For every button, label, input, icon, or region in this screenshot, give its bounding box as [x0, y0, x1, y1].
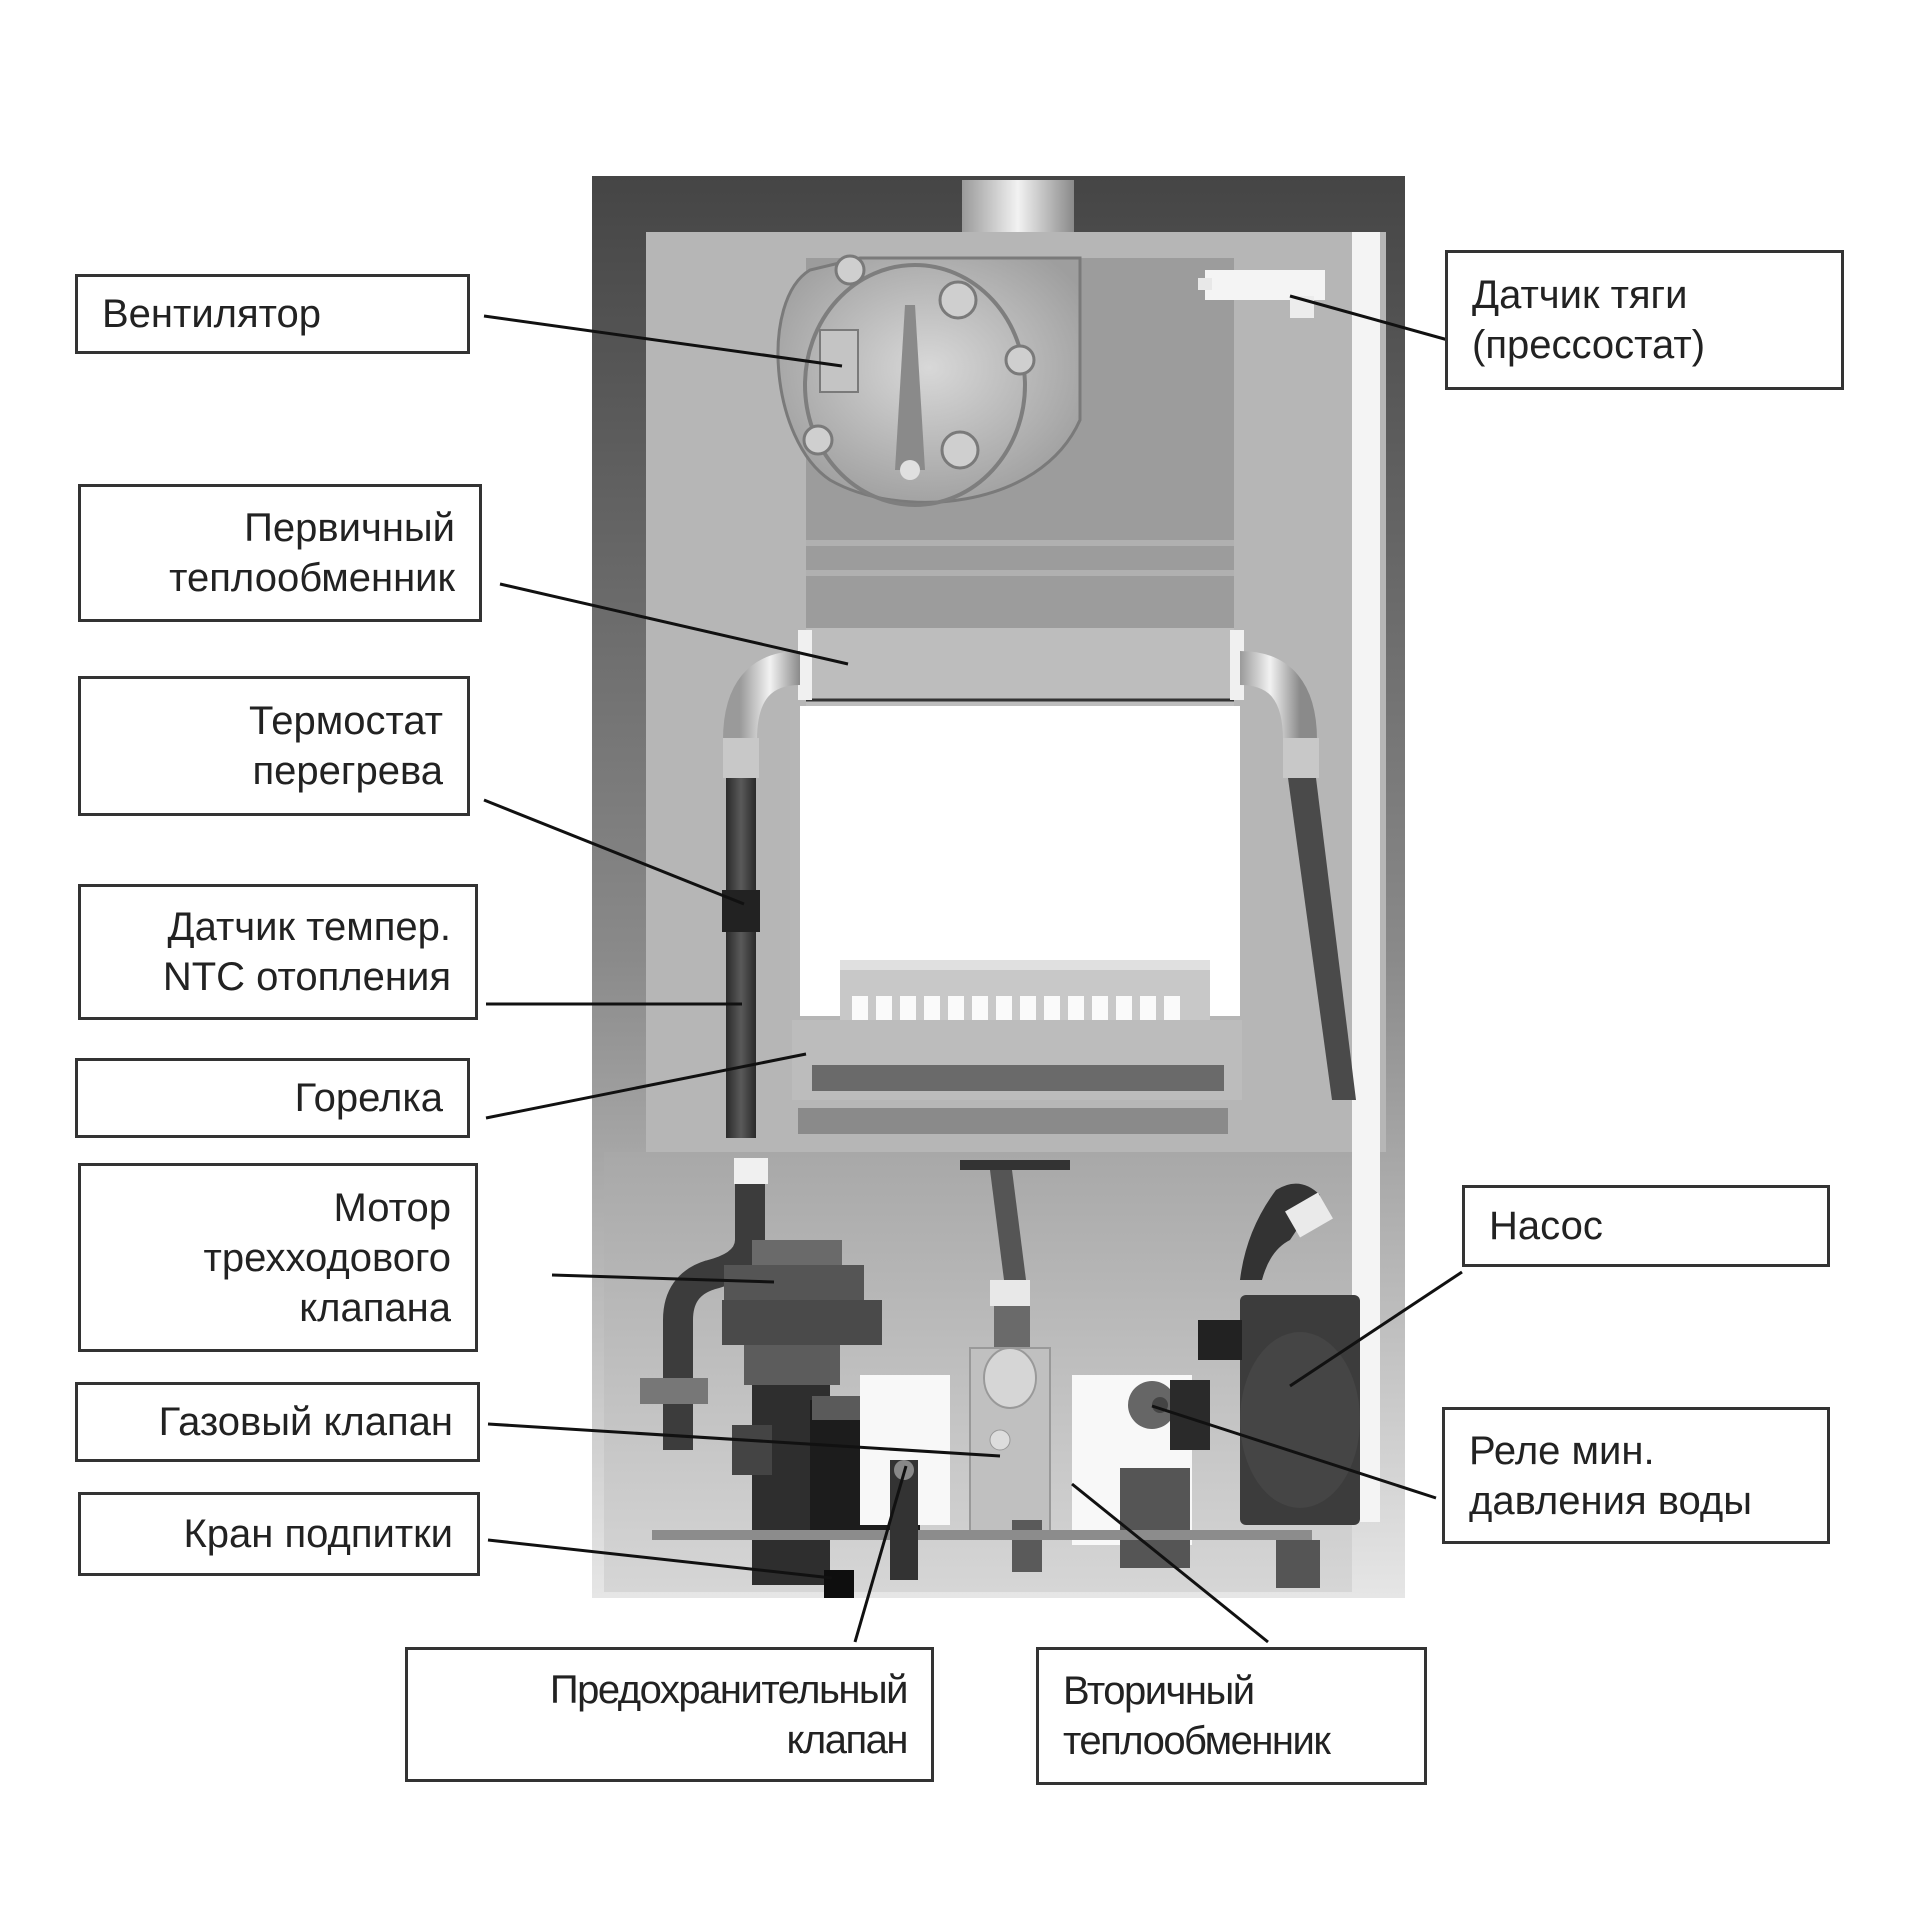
label-text: давления воды: [1469, 1478, 1752, 1523]
label-text: Предохранительный: [549, 1667, 909, 1712]
bottom-rail: [652, 1530, 1312, 1540]
leader-secondary-hex: [1071, 1482, 1269, 1644]
leader-burner: [485, 1052, 807, 1120]
primary-heat-exchanger: [806, 628, 1234, 706]
fill-tap-knob: [824, 1570, 854, 1598]
burner-assembly: [792, 960, 1242, 1134]
label-text: Кран подпитки: [183, 1512, 453, 1556]
label-text: NTC отопления: [162, 955, 451, 999]
fan-assembly: [776, 254, 1082, 507]
label-text: клапан: [786, 1717, 908, 1762]
label-text: Датчик темпер.: [167, 905, 451, 949]
leader-fan: [483, 314, 843, 368]
label-gas-valve: Газовый клапан: [75, 1382, 480, 1462]
flue-pipe: [962, 180, 1074, 240]
label-text: клапана: [299, 1285, 451, 1330]
label-fill-tap: Кран подпитки: [78, 1492, 480, 1576]
label-text: (прессостат): [1472, 323, 1706, 367]
label-safety-valve: Предохранительный клапан: [405, 1647, 934, 1782]
label-text: теплообменник: [1063, 1719, 1331, 1763]
chamber-rib: [806, 570, 1234, 576]
pressostat: [1198, 270, 1325, 318]
label-text: Реле мин.: [1469, 1428, 1655, 1473]
chamber-rib: [806, 540, 1234, 546]
label-pump: Насос: [1462, 1185, 1830, 1267]
label-text: Вторичный: [1063, 1669, 1255, 1713]
label-text: Термостат: [249, 699, 443, 743]
bracket: [798, 630, 812, 700]
leader-draft-sensor: [1289, 294, 1449, 342]
label-three-way-valve-motor: Мотор трехходового клапана: [78, 1163, 478, 1352]
leader-primary-hex: [499, 582, 849, 666]
label-text: Первичный: [244, 506, 455, 550]
label-overheat-thermostat: Термостат перегрева: [78, 676, 470, 816]
label-burner: Горелка: [75, 1058, 470, 1138]
label-ntc-heating-sensor: Датчик темпер. NTC отопления: [78, 884, 478, 1020]
label-text: Вентилятор: [102, 292, 322, 336]
lower-left-pipe: [640, 1158, 768, 1450]
label-text: Горелка: [294, 1076, 443, 1120]
label-fan: Вентилятор: [75, 274, 470, 354]
leader-pump: [1289, 1270, 1463, 1388]
label-text: Датчик тяги: [1472, 273, 1688, 317]
leader-fill-tap: [487, 1538, 833, 1580]
label-text: Насос: [1489, 1204, 1603, 1248]
label-text: трехходового: [203, 1235, 451, 1280]
leader-gas-valve: [487, 1422, 1001, 1458]
label-text: перегрева: [252, 749, 443, 793]
label-min-water-pressure-relay: Реле мин. давления воды: [1442, 1407, 1830, 1544]
pump-body: [1120, 1183, 1360, 1588]
right-return-pipe: [1239, 651, 1356, 1100]
leader-safety-valve: [853, 1465, 908, 1643]
leader-lines: [483, 294, 1463, 1644]
leader-3way-motor: [551, 1273, 775, 1284]
label-draft-sensor: Датчик тяги (прессостат): [1445, 250, 1844, 390]
label-text: Мотор: [333, 1185, 452, 1230]
leader-overheat-thermostat: [483, 798, 745, 906]
label-text: Газовый клапан: [158, 1400, 453, 1444]
label-primary-heat-exchanger: Первичный теплообменник: [78, 484, 482, 622]
label-text: теплообменник: [169, 556, 455, 600]
label-secondary-heat-exchanger: Вторичный теплообменник: [1036, 1647, 1427, 1785]
leader-pressure-relay: [1151, 1404, 1437, 1500]
left-flow-pipe: [722, 651, 801, 1138]
